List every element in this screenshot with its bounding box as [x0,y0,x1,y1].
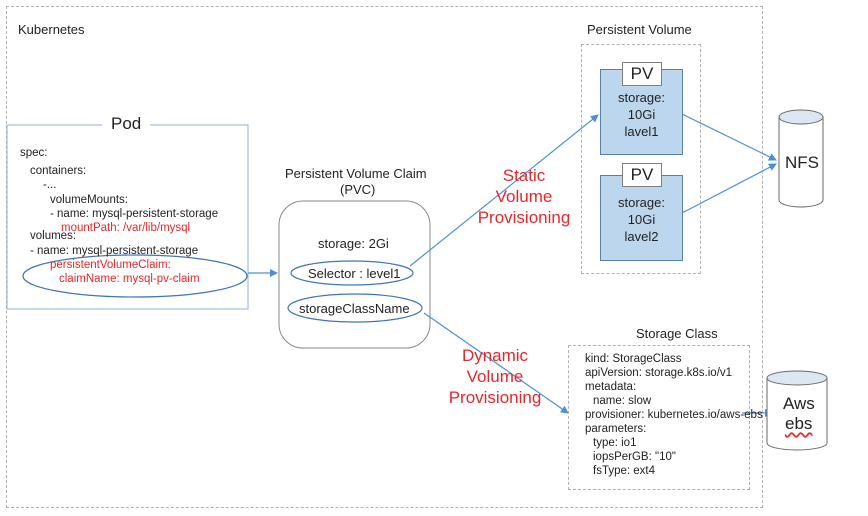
pvc-storage: storage: 2Gi [318,236,389,251]
persistent-volume-frame [581,44,701,274]
kubernetes-title: Kubernetes [18,22,85,37]
sc-line-kind: kind: StorageClass [585,353,682,365]
pod-line-volumes: volumes: [30,230,77,242]
pod-line-ellipsis: -... [43,179,57,191]
arrow-pvc-to-storage-class [423,312,569,414]
pod-title: Pod [102,114,151,134]
dynamic-line3: Provisioning [448,388,542,407]
pv-storage-label: storage: [618,195,665,210]
static-line1: Static [502,166,546,185]
pod-line-volume-name: - name: mysql-persistent-storage [30,245,199,257]
pod-line-mount-name: - name: mysql-persistent-storage [50,208,219,220]
dynamic-provisioning-label: Dynamic Volume Provisioning [440,345,550,408]
sc-line-parameters: parameters: [585,423,647,435]
dynamic-line2: Volume [466,367,524,386]
sc-line-provisioner: provisioner: kubernetes.io/aws-ebs [585,409,763,421]
storage-class-frame [568,345,750,490]
persistent-volume-title: Persistent Volume [587,22,692,37]
claim-ellipse [22,254,248,298]
pvc-box [278,200,431,349]
nfs-label: NFS [785,153,819,172]
pvc-storage-class-name: storageClassName [299,301,410,316]
pv-card-level2: PV storage: 10Gi lavel2 [600,163,683,261]
pod-line-containers: containers: [30,165,87,177]
pv-card-level1: PV storage: 10Gi lavel1 [600,62,683,155]
pv-level: lavel2 [624,229,659,244]
pv-label: PV [622,163,662,187]
pod-line-volume-mounts: volumeMounts: [50,194,128,206]
sc-line-api-version: apiVersion: storage.k8s.io/v1 [585,367,733,379]
pod-line-mount-path: mountPath: /var/lib/mysql [61,222,191,234]
pv-storage-label: storage: [618,90,665,105]
static-line2: Volume [495,187,553,206]
pvc-selector: Selector : level1 [308,266,401,281]
sc-line-type: type: io1 [593,437,637,449]
static-provisioning-label: Static Volume Provisioning [474,165,574,228]
pvc-title-line2: (PVC) [340,182,376,197]
pod-line-claim-name: claimName: mysql-pv-claim [59,273,200,285]
arrow-pv2-to-nfs [681,163,777,214]
ebs-cylinder-icon [766,370,828,451]
aws-ebs-line1: Aws [783,394,815,413]
sc-line-name: name: slow [593,395,652,407]
static-line3: Provisioning [477,208,571,227]
nfs-cylinder-icon [778,109,824,208]
pv-size: 10Gi [627,212,656,227]
pv-label: PV [622,62,662,86]
pv-size: 10Gi [627,107,656,122]
pv-level: lavel1 [624,124,659,139]
arrow-pvc-to-pv [409,114,599,267]
sc-line-fstype: fsType: ext4 [593,465,656,477]
sc-line-iops: iopsPerGB: "10" [593,451,676,463]
dynamic-line1: Dynamic [461,346,529,365]
selector-ellipse [290,260,414,286]
storage-class-title: Storage Class [636,326,718,341]
sc-line-metadata: metadata: [585,381,637,393]
storage-class-name-ellipse [287,293,423,323]
pvc-title-line1: Persistent Volume Claim [285,166,427,181]
arrow-pv1-to-nfs [681,113,777,161]
pod-line-spec: spec: [20,147,48,159]
pod-line-pvc: persistentVolumeClaim: [50,259,171,271]
aws-ebs-line2: ebs [785,414,813,433]
